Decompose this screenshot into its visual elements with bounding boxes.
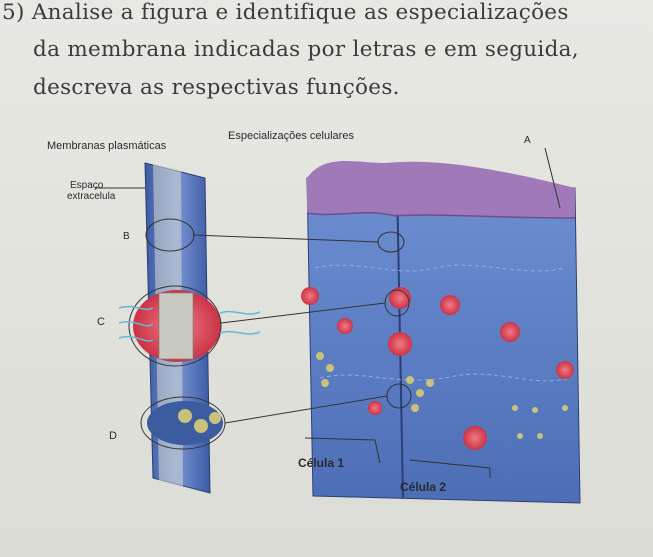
question-line-3: descreva as respectivas funções.	[33, 75, 400, 100]
label-a: A	[524, 135, 531, 146]
label-espaco: Espaço	[70, 180, 104, 191]
label-membranas: Membranas plasmáticas	[47, 140, 167, 152]
microvilli-a	[307, 161, 575, 218]
label-b: B	[123, 231, 130, 242]
label-d: D	[109, 430, 117, 442]
label-celula-2: Célula 2	[400, 480, 447, 494]
question-line-2: da membrana indicadas por letras e em se…	[33, 37, 579, 62]
connector-lines	[95, 147, 561, 478]
membrane-figure: Membranas plasmáticas Especializações ce…	[35, 118, 610, 513]
label-celula-1: Célula 1	[298, 456, 345, 470]
question-line-1-text: Analise a figura e identifique as especi…	[31, 0, 569, 25]
label-extracelula: extracelula	[67, 191, 116, 202]
label-especializacoes: Especializações celulares	[228, 130, 354, 142]
cell-block	[301, 161, 581, 504]
question-number: 5)	[2, 0, 25, 25]
question-text: 5) Analise a figura e identifique as esp…	[0, 0, 653, 115]
membrane-illustration	[95, 147, 581, 504]
question-line-1: 5) Analise a figura e identifique as esp…	[2, 0, 569, 25]
label-c: C	[97, 316, 105, 328]
membrane-strip	[118, 162, 261, 494]
